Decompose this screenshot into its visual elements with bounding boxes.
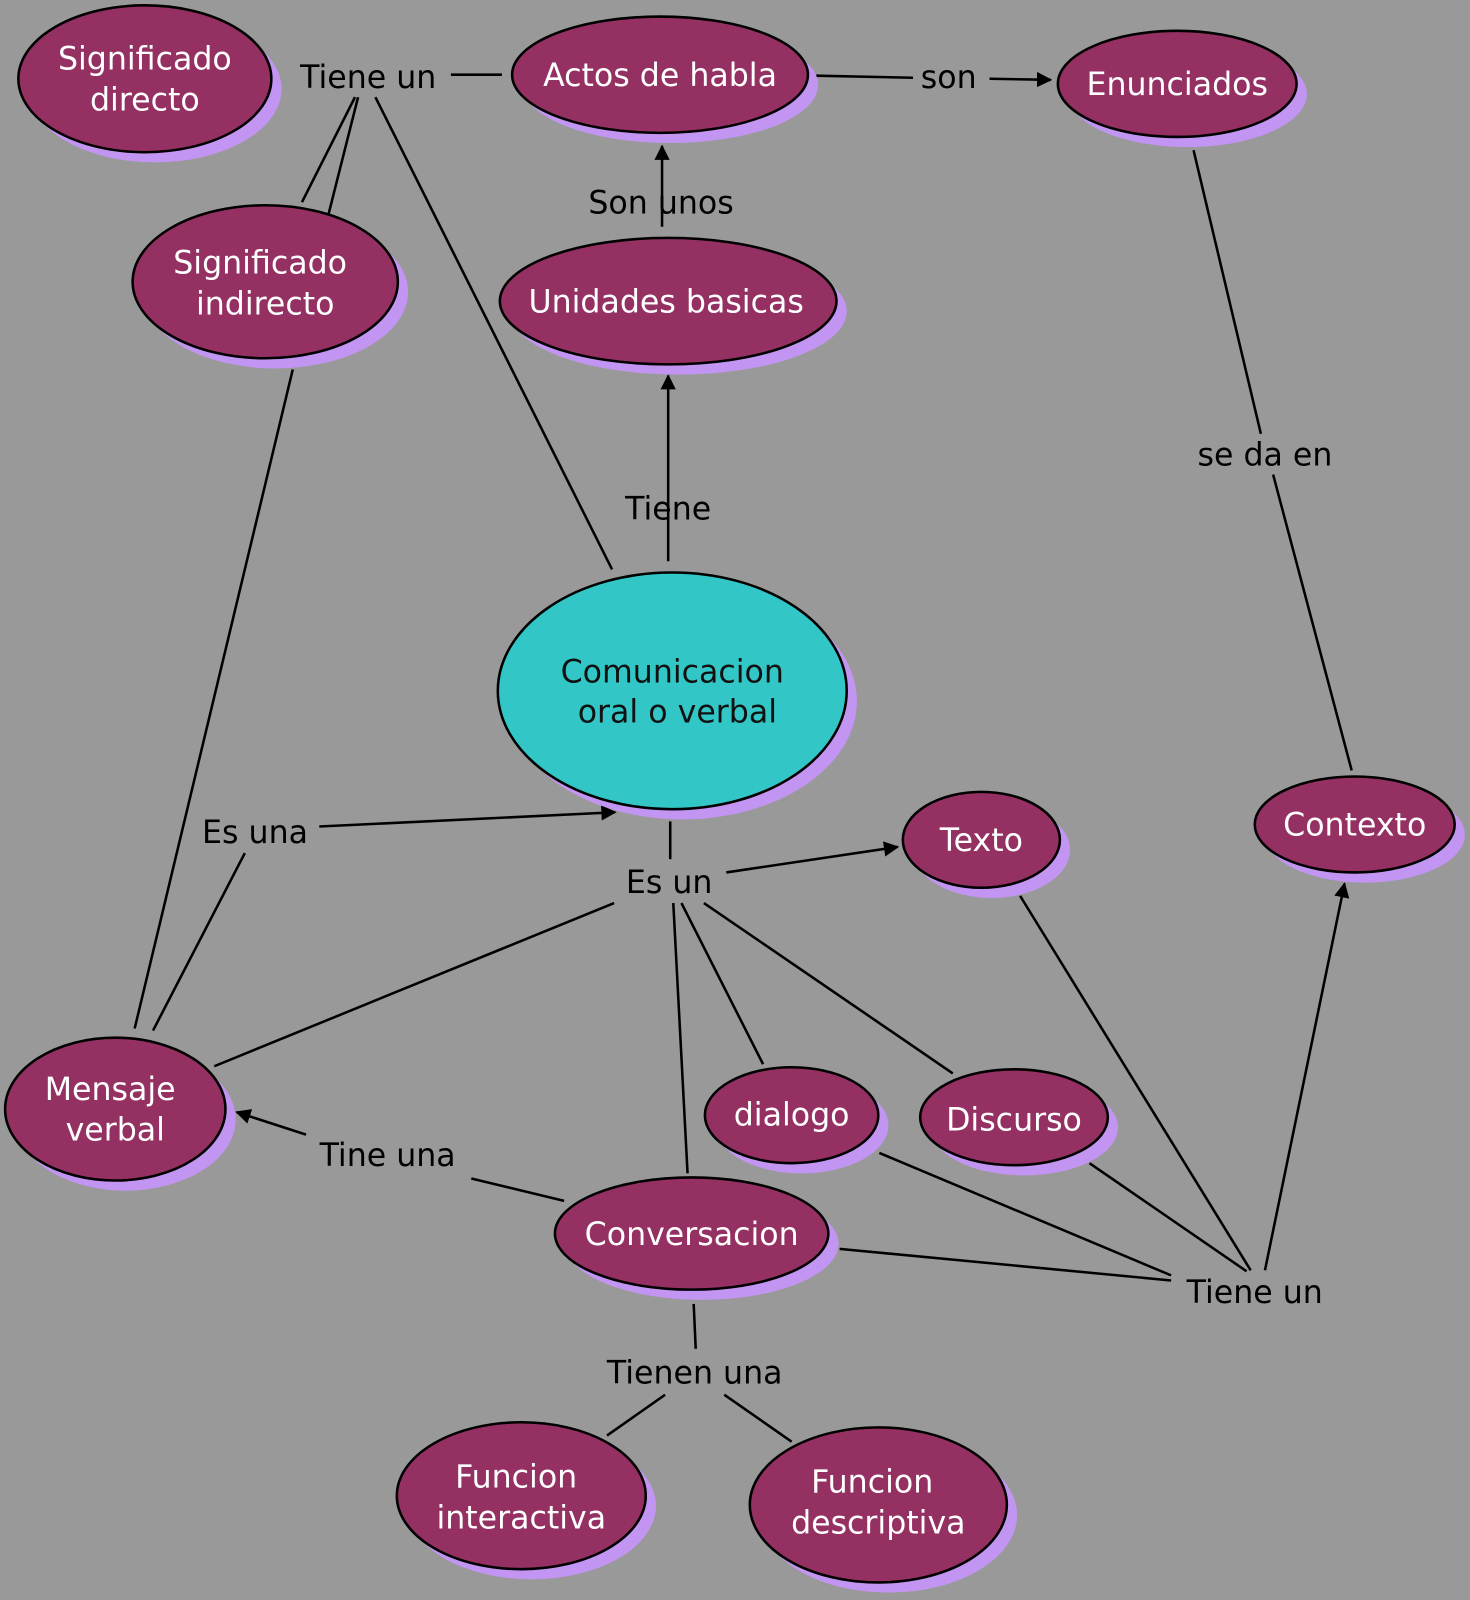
connector xyxy=(374,96,614,571)
node-label: Enunciados xyxy=(1086,67,1267,103)
link-labels: Tiene un son Son unos Tiene se da en Es … xyxy=(202,60,1332,1392)
connectors xyxy=(133,71,1353,1443)
node-label: Actos de habla xyxy=(543,58,777,94)
connector-arrow xyxy=(235,1109,307,1136)
connector xyxy=(213,901,615,1068)
node-label: Funcion xyxy=(811,1465,933,1501)
node-significado-indirecto[interactable]: Significado indirecto xyxy=(131,203,409,369)
node-label: Mensaje xyxy=(45,1072,176,1108)
connector-arrow xyxy=(989,71,1053,88)
link-label-tiene-un: Tiene un xyxy=(299,60,436,96)
node-conversacion[interactable]: Conversacion xyxy=(553,1176,839,1300)
connector xyxy=(300,96,357,203)
connector-arrow xyxy=(726,841,900,874)
node-label: oral o verbal xyxy=(578,694,777,730)
node-discurso[interactable]: Discurso xyxy=(918,1068,1119,1176)
node-label: Comunicacion xyxy=(561,655,784,691)
connector xyxy=(680,902,765,1065)
node-actos-de-habla[interactable]: Actos de habla xyxy=(510,15,819,144)
connector xyxy=(878,1151,1172,1277)
connector xyxy=(606,1393,666,1437)
node-label: indirecto xyxy=(196,286,335,322)
connector xyxy=(151,852,246,1032)
node-label: interactiva xyxy=(436,1500,606,1536)
node-label: Discurso xyxy=(946,1103,1082,1139)
connector-arrow xyxy=(319,805,617,828)
connector xyxy=(133,369,295,1029)
connector xyxy=(703,901,954,1075)
connector xyxy=(1019,895,1252,1271)
link-label-tiene-un-bottom: Tiene un xyxy=(1186,1275,1323,1311)
link-label-tiene: Tiene xyxy=(624,491,711,527)
node-unidades-basicas[interactable]: Unidades basicas xyxy=(498,236,847,375)
node-label: directo xyxy=(90,82,200,118)
node-label: descriptiva xyxy=(791,1505,965,1541)
node-dialogo[interactable]: dialogo xyxy=(703,1065,889,1174)
connector xyxy=(816,74,914,80)
connector xyxy=(1271,474,1353,771)
node-label: Significado xyxy=(58,42,232,78)
node-label: Conversacion xyxy=(585,1217,799,1253)
node-label: verbal xyxy=(66,1113,165,1149)
link-label-son: son xyxy=(921,60,977,96)
connector xyxy=(692,1303,697,1349)
connector-arrow xyxy=(1263,882,1350,1271)
connector xyxy=(672,902,689,1174)
link-label-se-da-en: se da en xyxy=(1197,437,1332,473)
link-label-son-unos: Son unos xyxy=(588,185,733,221)
node-texto[interactable]: Texto xyxy=(901,790,1071,898)
link-label-es-una: Es una xyxy=(202,815,308,851)
node-label: Significado xyxy=(173,246,347,282)
link-label-es-un: Es un xyxy=(626,865,713,901)
node-funcion-interactiva[interactable]: Funcion interactiva xyxy=(395,1421,656,1580)
node-label: Funcion xyxy=(455,1460,577,1496)
node-label: Texto xyxy=(939,823,1023,859)
connector xyxy=(1192,149,1263,435)
connector xyxy=(839,1247,1172,1282)
node-label: dialogo xyxy=(734,1097,850,1133)
connector xyxy=(723,1393,793,1443)
link-label-tine-una: Tine una xyxy=(319,1138,456,1174)
node-funcion-descriptiva[interactable]: Funcion descriptiva xyxy=(748,1426,1018,1593)
node-mensaje-verbal[interactable]: Mensaje verbal xyxy=(3,1036,236,1191)
node-comunicacion-oral-o-verbal[interactable]: Comunicacion oral o verbal xyxy=(496,571,857,820)
connector xyxy=(1088,1162,1248,1273)
connector xyxy=(470,1177,565,1203)
node-contexto[interactable]: Contexto xyxy=(1253,775,1465,883)
node-enunciados[interactable]: Enunciados xyxy=(1056,29,1307,148)
node-label: Unidades basicas xyxy=(528,284,803,320)
connector xyxy=(327,96,360,215)
node-significado-directo[interactable]: Significado directo xyxy=(17,4,282,163)
link-label-tienen-una: Tienen una xyxy=(606,1356,783,1392)
node-label: Contexto xyxy=(1283,808,1426,844)
